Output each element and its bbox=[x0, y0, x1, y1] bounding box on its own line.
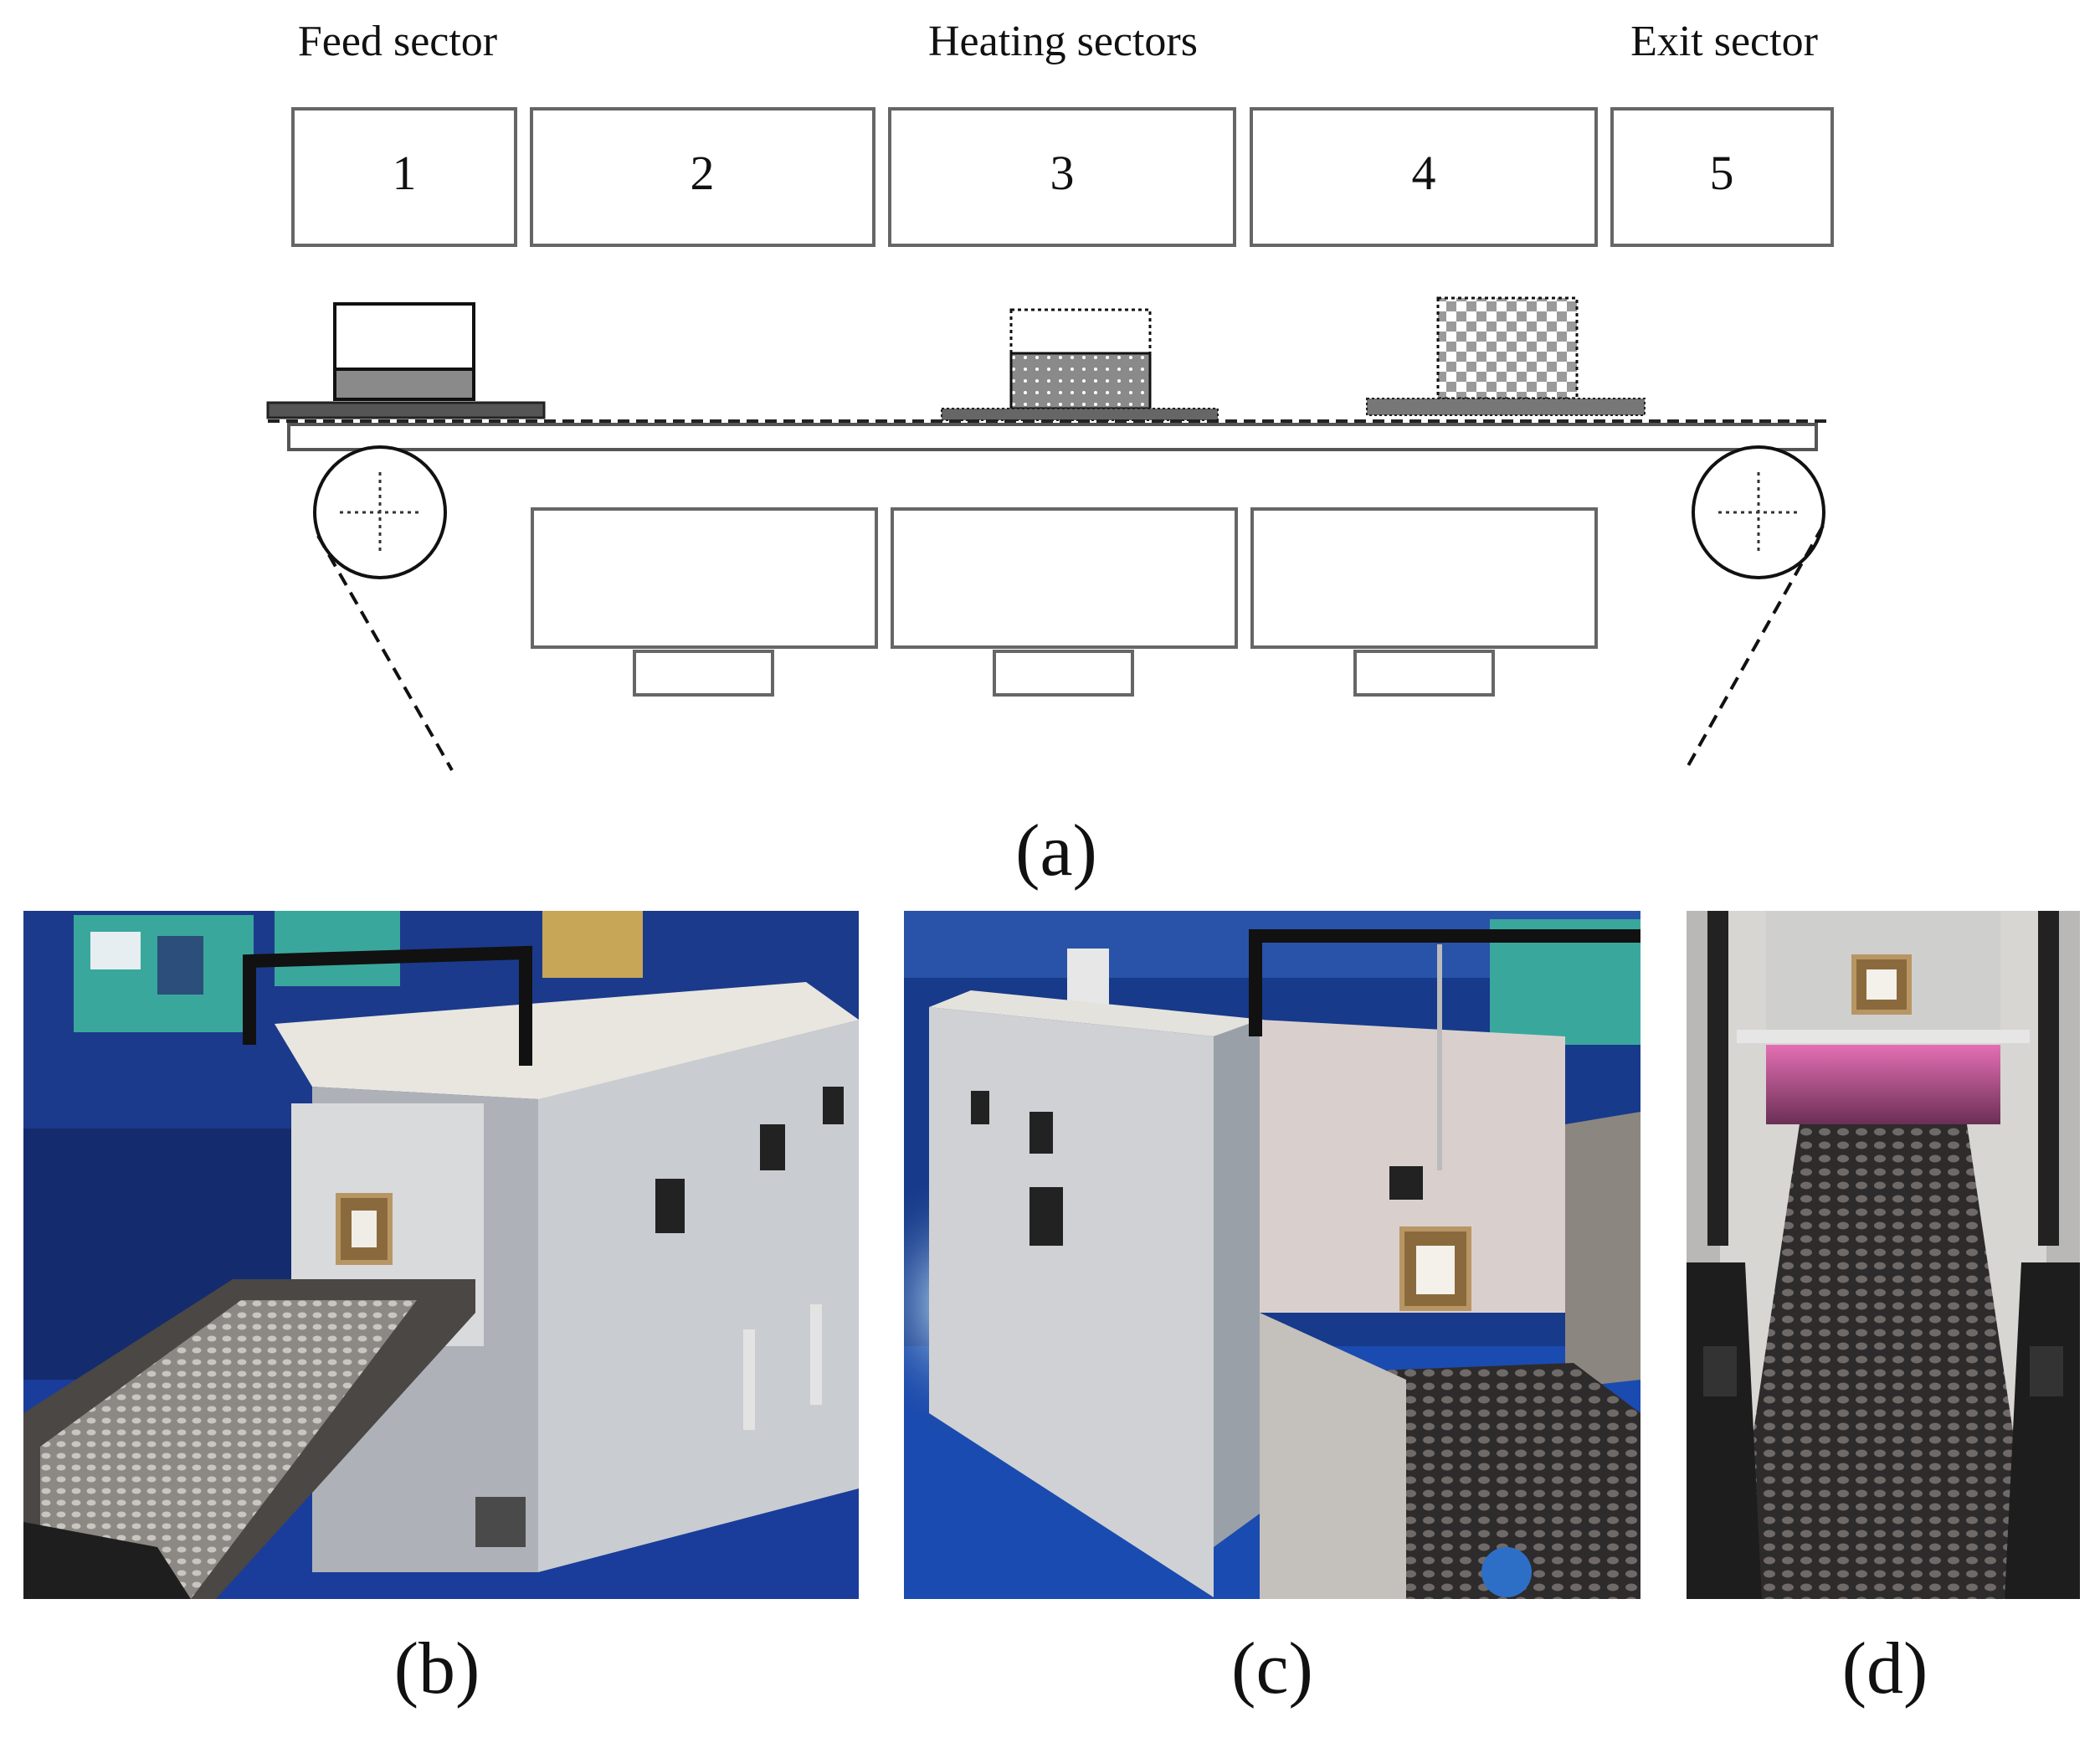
zone-3-box bbox=[888, 107, 1236, 247]
zone-4-box bbox=[1250, 107, 1598, 247]
zone-2-box bbox=[530, 107, 875, 247]
lifting-frame bbox=[1249, 929, 1640, 1036]
conveyor-belt-front bbox=[1728, 1124, 2038, 1599]
lifting-frame bbox=[243, 945, 532, 1066]
panel-b-label: (b) bbox=[394, 1628, 480, 1710]
zone-3-number: 3 bbox=[1050, 146, 1075, 200]
zone-5-number: 5 bbox=[1710, 146, 1734, 200]
panel-c-label: (c) bbox=[1231, 1628, 1313, 1710]
heater-lower-2 bbox=[531, 507, 878, 697]
roller-right bbox=[1692, 445, 1825, 579]
schematic-panel: Feed sector Heating sectors Exit sector … bbox=[266, 18, 1834, 892]
poster-right bbox=[542, 911, 643, 978]
heater-lower-4 bbox=[1250, 507, 1598, 697]
panel-a-label: (a) bbox=[1015, 810, 1097, 892]
photo-feed-side: (b) bbox=[23, 911, 859, 1710]
poster-center bbox=[275, 911, 400, 986]
furnace-side-panel bbox=[929, 1007, 1214, 1597]
zone-2-number: 2 bbox=[691, 146, 715, 200]
zoom-line-left bbox=[316, 535, 454, 771]
exit-sector-label: Exit sector bbox=[1630, 18, 1818, 65]
zoom-line-right bbox=[1685, 525, 1825, 769]
zone-5-box bbox=[1610, 107, 1834, 247]
heater-lower-3 bbox=[891, 507, 1238, 697]
panel-d-label: (d) bbox=[1842, 1628, 1928, 1710]
heating-sectors-label: Heating sectors bbox=[928, 18, 1198, 65]
belt-body bbox=[287, 423, 1818, 451]
heated-tunnel bbox=[1766, 1045, 2000, 1124]
sample-heating bbox=[941, 308, 1219, 421]
photo-exit-side: (c) bbox=[904, 911, 1640, 1710]
conveyor-exit bbox=[1356, 1363, 1640, 1599]
roller-left bbox=[313, 445, 447, 579]
photo-conveyor-front: (d) bbox=[1687, 911, 2080, 1710]
zone-1-number: 1 bbox=[393, 146, 417, 200]
zone-4-number: 4 bbox=[1412, 146, 1436, 200]
zone-1-box bbox=[291, 107, 517, 247]
sample-sintered bbox=[1366, 296, 1646, 416]
furnace-side bbox=[538, 1020, 859, 1572]
sample-feed bbox=[266, 302, 546, 419]
furnace-door bbox=[1214, 1020, 1260, 1547]
feed-sector-label: Feed sector bbox=[298, 18, 497, 65]
